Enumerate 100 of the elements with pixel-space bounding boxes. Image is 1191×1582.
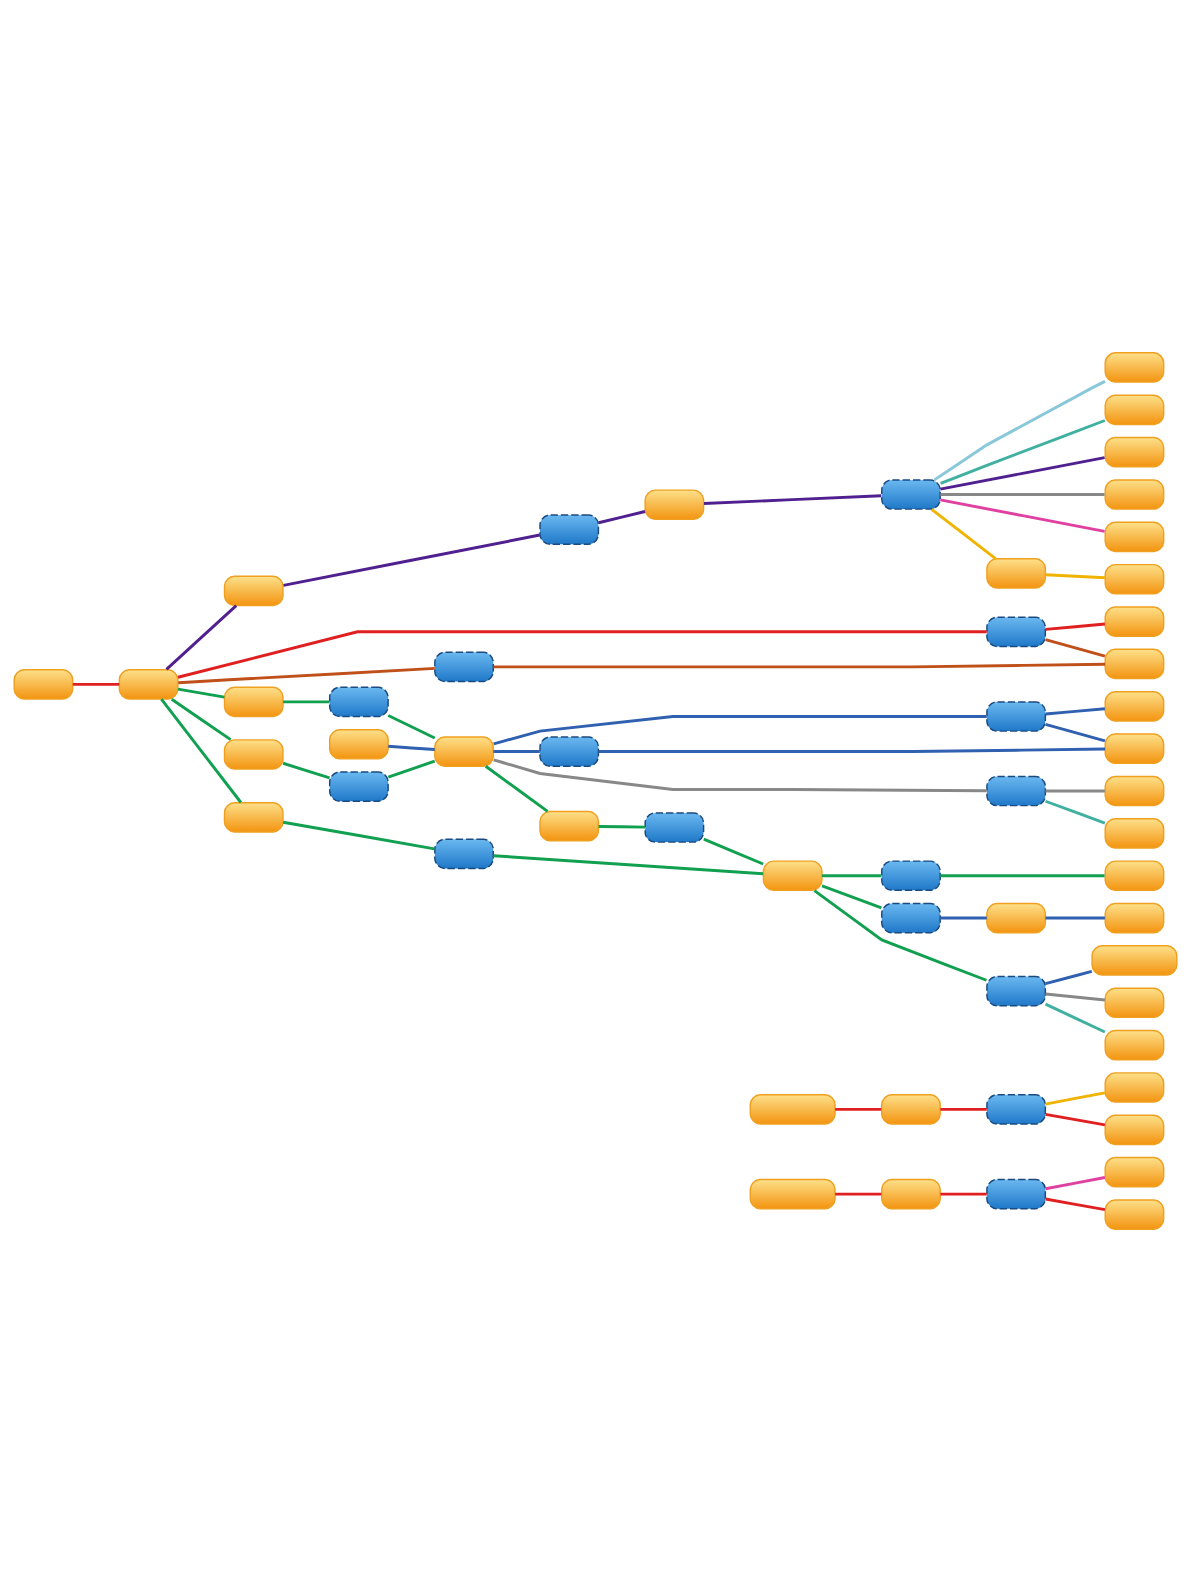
connector xyxy=(493,715,987,746)
node-box xyxy=(1104,352,1165,383)
connector xyxy=(160,698,243,804)
node-box xyxy=(1104,733,1165,764)
node-box xyxy=(223,575,284,607)
node-box xyxy=(1104,1156,1165,1188)
connector xyxy=(835,1192,882,1196)
connector xyxy=(940,493,1105,496)
node-box xyxy=(644,812,705,843)
node-box xyxy=(434,651,494,683)
connector xyxy=(940,419,1106,485)
connector xyxy=(940,498,1105,533)
connector xyxy=(598,510,646,525)
connector xyxy=(1044,1002,1106,1034)
node-box xyxy=(539,514,600,545)
node-box xyxy=(749,1094,836,1125)
node-box xyxy=(1104,775,1165,807)
connector xyxy=(1045,638,1106,658)
connector xyxy=(940,916,987,920)
node-box xyxy=(328,771,389,802)
connector xyxy=(493,854,764,876)
connector xyxy=(1045,1197,1106,1211)
node-box xyxy=(1104,1029,1165,1061)
connector xyxy=(177,687,225,699)
node-box xyxy=(434,736,494,767)
node-box xyxy=(223,686,284,718)
connector xyxy=(940,456,1105,491)
connector xyxy=(1045,969,1093,986)
connector xyxy=(1045,992,1106,1002)
node-box xyxy=(223,739,284,770)
connector xyxy=(493,662,1106,669)
node-box xyxy=(1104,818,1165,849)
node-box xyxy=(1104,606,1165,637)
connector xyxy=(703,837,764,866)
connector xyxy=(177,630,987,679)
node-box xyxy=(13,669,74,700)
connector xyxy=(1045,707,1106,716)
connector xyxy=(822,874,882,878)
connector xyxy=(1045,1112,1106,1127)
node-box xyxy=(1104,563,1165,595)
connector xyxy=(282,761,330,780)
node-box xyxy=(986,558,1047,589)
node-box xyxy=(644,489,705,521)
node-box xyxy=(881,479,941,510)
node-box xyxy=(1104,1199,1165,1230)
connector xyxy=(1045,789,1105,793)
node-box xyxy=(1091,945,1178,976)
node-box xyxy=(1104,521,1165,553)
connector xyxy=(598,747,1106,754)
connector xyxy=(388,744,435,752)
node-box xyxy=(1104,394,1165,426)
node-box xyxy=(1104,648,1165,680)
node-box xyxy=(881,902,941,934)
connector xyxy=(813,889,987,982)
connector xyxy=(283,533,541,587)
connector xyxy=(821,884,882,910)
node-box xyxy=(223,801,284,833)
connector xyxy=(1045,1091,1106,1106)
connector xyxy=(1045,916,1105,920)
node-box xyxy=(1104,436,1165,468)
connector xyxy=(493,750,540,754)
node-box xyxy=(986,616,1047,648)
connector xyxy=(178,666,435,685)
connector xyxy=(283,700,330,704)
node-box xyxy=(118,669,179,700)
connector xyxy=(933,380,1106,482)
node-box xyxy=(1104,690,1165,722)
connector xyxy=(940,1107,987,1111)
connector xyxy=(387,759,436,779)
connector xyxy=(598,825,646,829)
connector xyxy=(1045,573,1105,580)
node-box xyxy=(881,1178,941,1210)
node-box xyxy=(881,860,941,892)
node-box xyxy=(1104,860,1165,892)
node-box xyxy=(539,810,600,842)
connector xyxy=(930,508,997,560)
node-box xyxy=(1104,987,1165,1019)
connector xyxy=(484,765,549,813)
connector xyxy=(835,1107,882,1111)
node-box xyxy=(328,728,389,760)
node-box xyxy=(986,701,1047,732)
connector xyxy=(1045,1176,1106,1191)
connector xyxy=(387,714,436,740)
node-box xyxy=(328,686,389,718)
node-box xyxy=(539,736,600,767)
connector xyxy=(940,874,1105,878)
connector xyxy=(703,494,882,505)
node-box xyxy=(986,1094,1047,1125)
node-box xyxy=(1104,479,1165,510)
node-box xyxy=(986,1178,1047,1210)
node-box xyxy=(986,902,1047,934)
node-box xyxy=(1104,1114,1165,1146)
node-box xyxy=(749,1178,836,1210)
node-box xyxy=(986,775,1047,807)
node-box xyxy=(1104,902,1165,934)
node-box xyxy=(1104,1072,1165,1103)
connector xyxy=(282,820,435,851)
connector xyxy=(940,1192,987,1196)
connector xyxy=(170,698,232,741)
connector xyxy=(1045,799,1106,825)
